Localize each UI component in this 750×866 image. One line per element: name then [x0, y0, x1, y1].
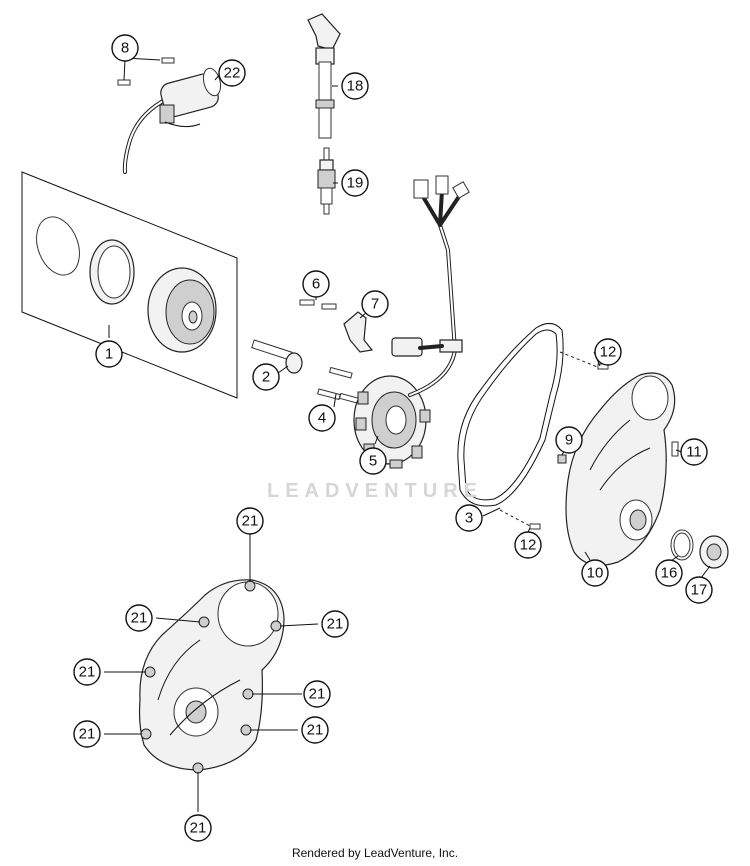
- svg-text:11: 11: [686, 444, 702, 461]
- callout-5: 5: [359, 447, 387, 475]
- flywheel-bolt: [251, 339, 303, 374]
- svg-text:21: 21: [309, 686, 326, 703]
- callout-17: 17: [685, 576, 713, 604]
- svg-text:17: 17: [691, 582, 708, 599]
- svg-text:21: 21: [242, 513, 259, 530]
- svg-text:12: 12: [600, 344, 617, 361]
- svg-text:19: 19: [347, 175, 364, 192]
- spark-plug: [317, 147, 336, 215]
- callout-21-mid-left: 21: [73, 658, 101, 686]
- svg-text:22: 22: [224, 65, 241, 82]
- callout-18: 18: [341, 72, 369, 100]
- cover-gasket: [457, 323, 564, 507]
- callout-9: 9: [555, 426, 583, 454]
- svg-text:12: 12: [520, 537, 537, 554]
- callout-10: 10: [581, 559, 609, 587]
- callout-21-upper-left: 21: [125, 604, 153, 632]
- callout-21-top: 21: [236, 507, 264, 535]
- svg-text:6: 6: [312, 276, 320, 293]
- callout-12-bottom: 12: [514, 531, 542, 559]
- svg-text:1: 1: [105, 346, 113, 363]
- callout-21-lower-left: 21: [73, 720, 101, 748]
- watermark: LEADVENTURE: [266, 480, 483, 502]
- callout-12-top: 12: [594, 338, 622, 366]
- callout-1: 1: [95, 340, 123, 368]
- svg-text:21: 21: [190, 820, 207, 837]
- svg-text:2: 2: [262, 369, 270, 386]
- wiring-harness: [391, 175, 470, 397]
- svg-text:21: 21: [79, 726, 96, 743]
- plug-9: [557, 454, 567, 464]
- callout-8: 8: [111, 34, 139, 62]
- screws-4: [317, 366, 363, 405]
- svg-text:21: 21: [131, 610, 148, 627]
- screws-6: [299, 299, 337, 310]
- callout-4: 4: [308, 404, 336, 432]
- ignition-coil: [117, 57, 222, 174]
- stator: [353, 375, 431, 469]
- callout-2: 2: [252, 363, 280, 391]
- cover-detail-view: [138, 579, 285, 774]
- callout-11: 11: [680, 438, 708, 466]
- callout-16: 16: [655, 559, 683, 587]
- svg-text:21: 21: [327, 616, 344, 633]
- svg-text:5: 5: [369, 453, 377, 470]
- svg-text:9: 9: [565, 432, 573, 449]
- callout-21-upper-right: 21: [321, 610, 349, 638]
- spark-plug-cap: [307, 13, 341, 139]
- svg-text:7: 7: [371, 296, 379, 313]
- svg-text:18: 18: [347, 78, 364, 95]
- callout-21-lower-right: 21: [301, 716, 329, 744]
- callout-7: 7: [361, 290, 389, 318]
- screw-11: [671, 441, 679, 457]
- cover-nut: [699, 535, 729, 569]
- callout-6: 6: [302, 270, 330, 298]
- callout-21-bottom: 21: [184, 814, 212, 842]
- bracket-7: [343, 311, 374, 353]
- callout-22: 22: [218, 59, 246, 87]
- svg-text:16: 16: [661, 565, 678, 582]
- svg-text:3: 3: [465, 510, 473, 527]
- ignition-cover: [565, 372, 676, 566]
- svg-text:4: 4: [318, 410, 326, 427]
- svg-text:21: 21: [307, 722, 324, 739]
- callout-3: 3: [455, 504, 483, 532]
- svg-text:10: 10: [587, 565, 604, 582]
- callout-19: 19: [341, 169, 369, 197]
- svg-text:8: 8: [121, 40, 129, 57]
- callout-21-mid-right: 21: [303, 680, 331, 708]
- flywheel-assembly: [21, 171, 238, 399]
- footer-credit: Rendered by LeadVenture, Inc.: [291, 846, 459, 860]
- svg-text:21: 21: [79, 664, 96, 681]
- o-ring: [670, 529, 694, 561]
